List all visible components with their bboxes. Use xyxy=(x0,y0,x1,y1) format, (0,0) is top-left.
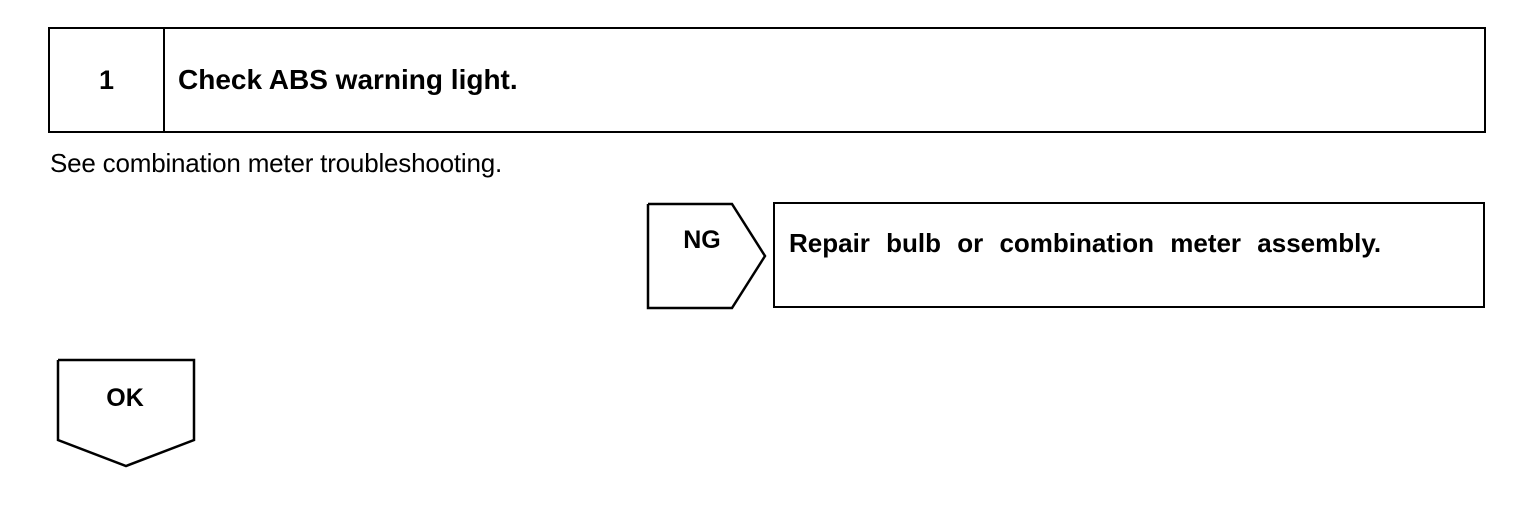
step-header: 1 Check ABS warning light. xyxy=(48,27,1486,133)
ng-arrow-icon xyxy=(646,202,767,310)
step-number-cell: 1 xyxy=(50,29,165,131)
ng-result-box: Repair bulb or combination meter assembl… xyxy=(773,202,1485,308)
ng-result-text: Repair bulb or combination meter assembl… xyxy=(789,228,1382,258)
instruction-text: See combination meter troubleshooting. xyxy=(50,148,503,178)
step-number: 1 xyxy=(98,64,115,95)
step-title: Check ABS warning light. xyxy=(178,64,518,95)
ok-label: OK xyxy=(106,384,144,412)
ng-label: NG xyxy=(683,226,721,254)
ok-arrow-icon xyxy=(56,358,196,468)
